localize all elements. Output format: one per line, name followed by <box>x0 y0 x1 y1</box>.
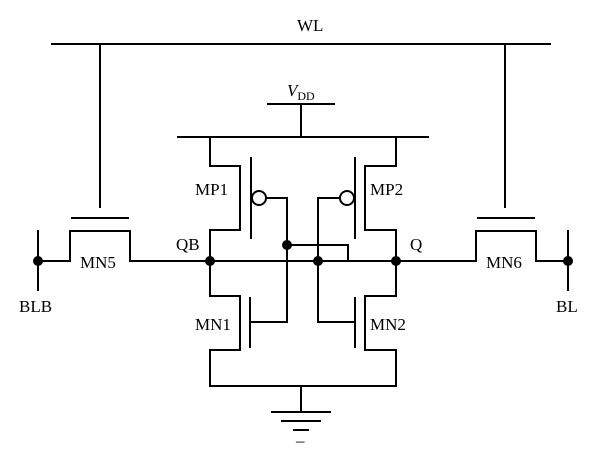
nmos-mn1-label: MN1 <box>195 315 231 334</box>
access-mn6-label: MN6 <box>486 253 522 272</box>
wordline <box>51 43 551 208</box>
nmos-mn1 <box>209 260 288 387</box>
nmos-mn2 <box>317 260 397 387</box>
bitline-bar-label: BLB <box>19 297 52 316</box>
junction-dots <box>33 240 573 266</box>
storage-node-line <box>129 244 397 262</box>
nmos-mn2-label: MN2 <box>370 315 406 334</box>
pmos-mp2 <box>317 136 397 323</box>
ground <box>209 385 397 431</box>
wordline-label: WL <box>297 16 323 35</box>
pmos-mp1-label: MP1 <box>195 180 228 199</box>
pmos-mp1 <box>209 136 288 323</box>
vdd-rail <box>177 103 429 138</box>
node-qb-label: QB <box>176 235 200 254</box>
vdd-label: VDD <box>287 81 315 103</box>
bitline-label: BL <box>556 297 578 316</box>
pmos-mp2-label: MP2 <box>370 180 403 199</box>
access-mn6 <box>395 217 571 291</box>
ground-mark: – <box>295 431 305 450</box>
node-q-label: Q <box>410 235 422 254</box>
access-mn5-label: MN5 <box>80 253 116 272</box>
